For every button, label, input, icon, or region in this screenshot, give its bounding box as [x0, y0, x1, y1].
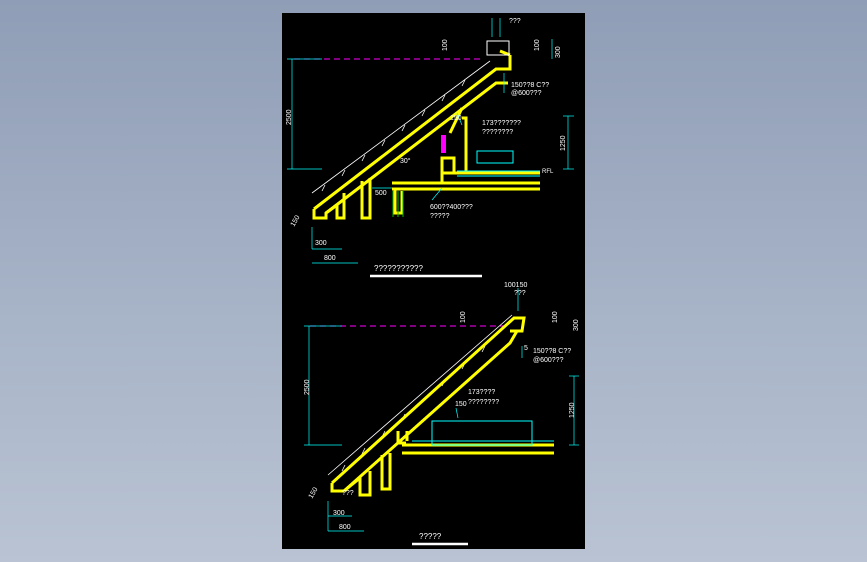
dim-300-bottom-b: 300: [333, 510, 345, 517]
detail-top-title: ???????????: [374, 264, 423, 273]
detail-bottom: ??? 100150 100 100 300 150??8 C?? @600??…: [304, 282, 580, 546]
purlin-note-1-b: 173????: [468, 389, 495, 396]
top-label: ???: [509, 18, 521, 25]
dim-100-150: 100150: [504, 282, 527, 289]
magenta-block: [441, 135, 446, 153]
detail-top: ??? 100 100 300 150??8 C?? @600??? 2500 …: [286, 18, 574, 278]
detail-bottom-title: ?????: [419, 532, 442, 541]
dim-100-right: 100: [534, 39, 541, 51]
rafter-note-2-b: @600???: [533, 357, 564, 364]
green-column: [392, 191, 404, 217]
rafter-note-1: 150??8 C??: [511, 82, 549, 89]
eave-label-b: ???: [342, 490, 354, 497]
eave-gutter-b: [343, 453, 392, 497]
rafter-note-2: @600???: [511, 90, 542, 97]
dimension-lines-b: [304, 288, 579, 532]
ridge-cap: [486, 40, 510, 56]
purlin-note-2-b: ????????: [468, 399, 499, 406]
dim-800-bottom: 800: [324, 255, 336, 262]
dim-100-left: 100: [442, 39, 449, 51]
dim-150-eave: 150: [290, 214, 302, 228]
eave-gutter: [324, 178, 372, 220]
cad-viewport[interactable]: ??? 100 100 300 150??8 C?? @600??? 2500 …: [282, 13, 585, 549]
parapet: [457, 150, 540, 177]
dim-300-b: 300: [573, 319, 580, 331]
dim-5: 5: [524, 345, 528, 352]
dim-1250: 1250: [560, 135, 567, 151]
dim-800-bottom-b: 800: [339, 524, 351, 531]
dim-300: 300: [555, 46, 562, 58]
floor-slab-b: [396, 431, 554, 455]
beam-note-1: 600??400???: [430, 204, 473, 211]
dim-100-left-b: 100: [460, 311, 467, 323]
drawing-canvas: ??? 100 100 300 150??8 C?? @600??? 2500 …: [286, 18, 580, 546]
dim-300-bottom: 300: [315, 240, 327, 247]
dim-1250-b: 1250: [569, 402, 576, 418]
top-label-b: ???: [514, 290, 526, 297]
roof-slab: [312, 49, 512, 220]
roof-tile-hatch: [311, 60, 491, 194]
dim-2500: 2500: [286, 109, 293, 125]
purlin-note-1: 173???????: [482, 120, 521, 127]
dim-2500-b: 2500: [304, 379, 311, 395]
rafter-note-1-b: 150??8 C??: [533, 348, 571, 355]
dim-150-eave-b: 150: [308, 486, 320, 500]
angle: 30°: [400, 157, 411, 165]
parapet-b: [412, 420, 554, 446]
dimension-lines: [287, 18, 574, 264]
dim-150-b: 150: [455, 401, 467, 408]
purlin-note-2: ????????: [482, 129, 513, 136]
dim-500: 500: [375, 190, 387, 197]
dim-150: 150: [450, 115, 462, 122]
level-label: RFL: [542, 169, 554, 175]
beam-note-2: ?????: [430, 213, 450, 220]
dim-100-right-b: 100: [552, 311, 559, 323]
floor-slab: [392, 107, 540, 215]
